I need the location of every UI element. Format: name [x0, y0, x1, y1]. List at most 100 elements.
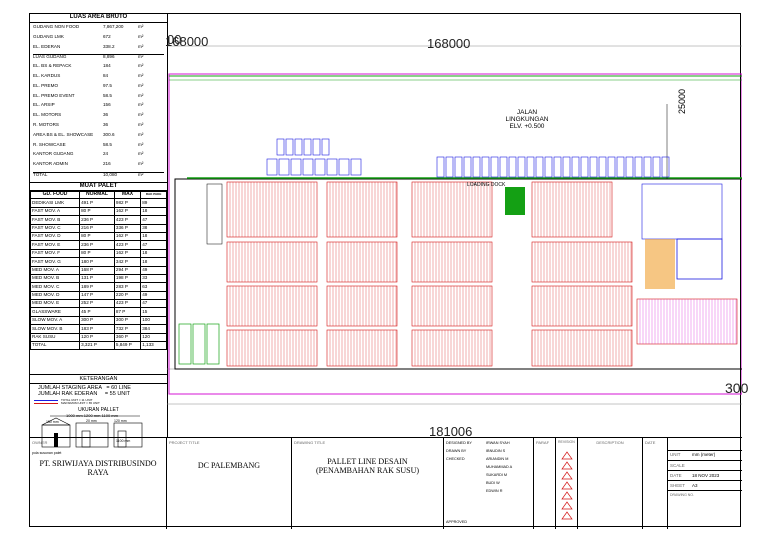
- rack-block: [636, 298, 738, 345]
- luas-key: KANTOR GUDANG: [33, 151, 74, 157]
- rack-areas: [178, 181, 738, 367]
- rack-block: [226, 285, 318, 327]
- luas-value: 36: [103, 122, 109, 127]
- table-cell: 120: [140, 332, 167, 343]
- dim-label: 20 mm: [86, 419, 97, 423]
- luas-unit: m²: [138, 112, 144, 118]
- owner-name: PT. SRIWIJAYA DISTRIBUSINDO RAYA: [39, 459, 157, 477]
- table-cell: 252 P: [79, 299, 115, 309]
- luas-unit: m²: [138, 151, 144, 157]
- unit-header: UNIT: [670, 452, 681, 457]
- rack-block: [326, 241, 398, 283]
- signatory-name: BUDI W: [486, 481, 500, 485]
- table-cell: MED MOV. B: [29, 273, 81, 284]
- luas-unit: m²: [138, 102, 144, 108]
- project-header: PROJECT TITLE: [169, 440, 200, 445]
- office-area: [641, 183, 723, 240]
- truck: [535, 156, 544, 178]
- luas-unit: m²: [138, 172, 144, 177]
- legend-text: MAKSIMUM UNIT = 65 UNIT: [61, 401, 100, 405]
- rack-block: [226, 181, 318, 238]
- luas-value: 84: [103, 73, 109, 78]
- truck: [526, 156, 535, 178]
- drawing-header: DRAWING TITLE: [294, 440, 326, 445]
- table-cell: SLOW MOV. B: [29, 324, 81, 334]
- table-cell: 283 P: [113, 282, 142, 292]
- rack-block: [326, 285, 398, 327]
- green-rack: [192, 323, 206, 365]
- luas-key: EL. EDERAN: [33, 43, 61, 49]
- rack-block: [411, 241, 493, 283]
- revision-triangle: [561, 481, 573, 490]
- signatory-name: EDWIN R: [486, 489, 503, 493]
- truck: [517, 156, 526, 178]
- truck: [580, 156, 589, 178]
- truck: [338, 158, 350, 176]
- table-cell: 49: [140, 265, 167, 275]
- green-area: [505, 187, 525, 215]
- table-cell: FAST MOV. D: [29, 231, 81, 242]
- loading-dock-label: LOADING DOCK: [467, 182, 506, 188]
- table-cell: 360 P: [113, 332, 142, 343]
- revision-triangle: [561, 451, 573, 460]
- revision-triangle: [561, 511, 573, 520]
- revision-markers: [561, 451, 573, 520]
- table-cell: 236 P: [79, 215, 115, 225]
- truck: [571, 156, 580, 178]
- table-cell: MED MOV. A: [29, 265, 81, 275]
- signatory-name: MUHAMMAD A: [486, 465, 513, 469]
- table-cell: MED MOV. E: [29, 299, 81, 309]
- truck: [607, 156, 616, 178]
- truck: [616, 156, 625, 178]
- drawing-title-2: (PENAMBAHAN RAK SUSU): [315, 466, 420, 475]
- table-cell: 220 P: [113, 290, 142, 301]
- revision-triangle: [561, 491, 573, 500]
- truck: [652, 156, 661, 178]
- table-cell: 33: [140, 273, 167, 284]
- table-cell: SLOW MOV. A: [29, 315, 81, 326]
- luas-value: 97.5: [103, 82, 112, 88]
- dim-top: 168000: [427, 36, 471, 51]
- table-cell: 47: [140, 215, 167, 225]
- floor-plan: 168000 00 168000 181006 300 25000 JALAN …: [165, 14, 748, 439]
- luas-key: EL. KARDUS: [33, 73, 61, 78]
- luas-key: EL. PREMO: [33, 82, 59, 88]
- luas-unit: m²: [138, 24, 144, 29]
- truck: [276, 138, 285, 156]
- table-cell: 18: [140, 257, 167, 267]
- table-cell: 47: [140, 240, 167, 250]
- luas-key: EL. MOTORS: [33, 112, 62, 118]
- sheet-value: A3: [692, 483, 698, 488]
- luas-value: 24: [103, 151, 109, 157]
- ukuran-title: UKURAN PALLET: [78, 407, 119, 413]
- sheet-header: SHEET: [670, 483, 686, 488]
- truck: [302, 158, 314, 176]
- truck: [303, 138, 312, 156]
- dim-right: 300: [725, 380, 749, 396]
- revision-header: REVISION: [558, 440, 575, 444]
- table-cell: FAST MOV. G: [29, 257, 81, 267]
- col-header: MAX: [113, 189, 142, 200]
- table-cell: TOTAL: [29, 341, 81, 351]
- table-cell: 982 P: [113, 198, 142, 208]
- showcase-area: [645, 239, 675, 289]
- table-cell: 162 P: [113, 206, 142, 217]
- approved-by: APPROVED: [446, 520, 468, 524]
- truck: [562, 156, 571, 178]
- table-cell: MED MOV. C: [29, 282, 81, 292]
- luas-key: AREA BS & EL. SHOWCASE: [33, 131, 94, 137]
- luas-key: R. SHOWCASE: [33, 141, 66, 147]
- rack-block: [531, 329, 633, 367]
- drawing-cell: DRAWING TITLE PALLET LINE DESAIN (PENAMB…: [292, 438, 444, 529]
